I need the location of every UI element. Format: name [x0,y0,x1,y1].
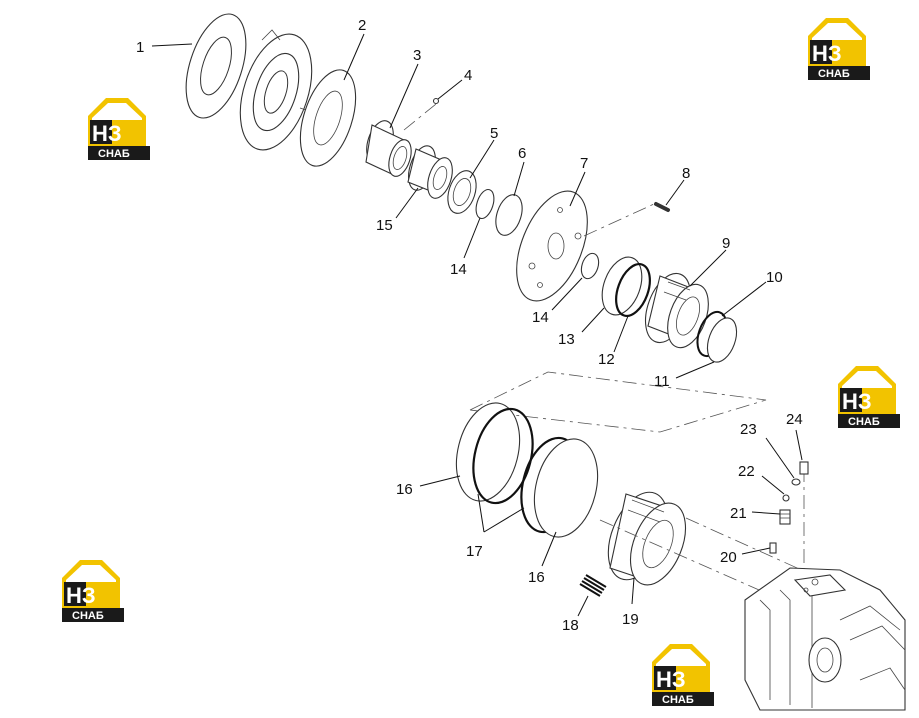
brake-piston [607,491,687,586]
o-ring [475,188,495,220]
piston-plate [516,190,588,302]
callout-20: 20 [720,549,737,566]
backup-ring [706,317,738,363]
callout-12: 12 [598,351,615,368]
friction-disc [185,13,247,119]
callout-14-upper: 14 [450,261,467,278]
svg-text:НЗ: НЗ [842,389,872,414]
bleeder-screw [799,461,809,475]
axle-housing [744,567,906,711]
callout-19: 19 [622,611,639,628]
leader-lines [151,33,803,617]
svg-text:СНАБ: СНАБ [848,416,880,428]
seal-washer [791,478,801,486]
o-ring [580,252,600,280]
steel-ball [432,97,440,105]
svg-text:СНАБ: СНАБ [72,610,104,622]
svg-text:СНАБ: СНАБ [818,68,850,80]
callout-21: 21 [730,505,747,522]
watermark-logo: НЗ СНАБ [838,366,900,428]
hub-bushing [365,120,412,177]
callout-15: 15 [376,217,393,234]
callout-8: 8 [682,165,690,182]
seal-ring [495,194,523,236]
svg-text:НЗ: НЗ [92,121,122,146]
callout-11: 11 [654,373,670,390]
plug [769,542,777,554]
callout-5: 5 [490,125,498,142]
backup-ring [601,256,643,316]
bearing [407,145,453,199]
callout-7: 7 [580,155,588,172]
assembly-outline [468,371,767,433]
watermark-logo: НЗ СНАБ [62,560,124,622]
callout-4: 4 [464,67,472,84]
callout-13: 13 [558,331,575,348]
callout-9: 9 [722,235,730,252]
callout-18: 18 [562,617,579,634]
dowel-pin [583,202,670,237]
watermark-logo: НЗ СНАБ [808,18,870,80]
callout-16-right: 16 [528,569,545,586]
svg-text:СНАБ: СНАБ [662,694,694,706]
svg-text:НЗ: НЗ [66,583,96,608]
callout-16-left: 16 [396,481,413,498]
fitting [779,509,791,525]
thrust-washer [447,170,477,214]
spring [579,574,607,597]
watermark-logo: НЗ СНАБ [88,98,150,160]
svg-text:СНАБ: СНАБ [98,148,130,160]
callout-1: 1 [136,39,144,56]
washer [782,494,790,502]
svg-text:НЗ: НЗ [812,41,842,66]
callout-23: 23 [740,421,757,438]
callout-3: 3 [413,47,421,64]
callout-labels: 1 2 3 4 5 6 7 8 9 10 11 12 13 14 14 15 1… [136,17,803,634]
callout-14-lower: 14 [532,309,549,326]
callout-24: 24 [786,411,803,428]
watermark-logo: НЗ СНАБ [652,644,714,706]
svg-text:НЗ: НЗ [656,667,686,692]
callout-2: 2 [358,17,366,34]
callout-10: 10 [766,269,783,286]
callout-6: 6 [518,145,526,162]
seal-ring [615,263,651,317]
pressure-plate [299,69,357,167]
callout-22: 22 [738,463,755,480]
separator-plate [239,29,313,151]
callout-17: 17 [466,543,483,560]
backup-ring [455,402,521,502]
